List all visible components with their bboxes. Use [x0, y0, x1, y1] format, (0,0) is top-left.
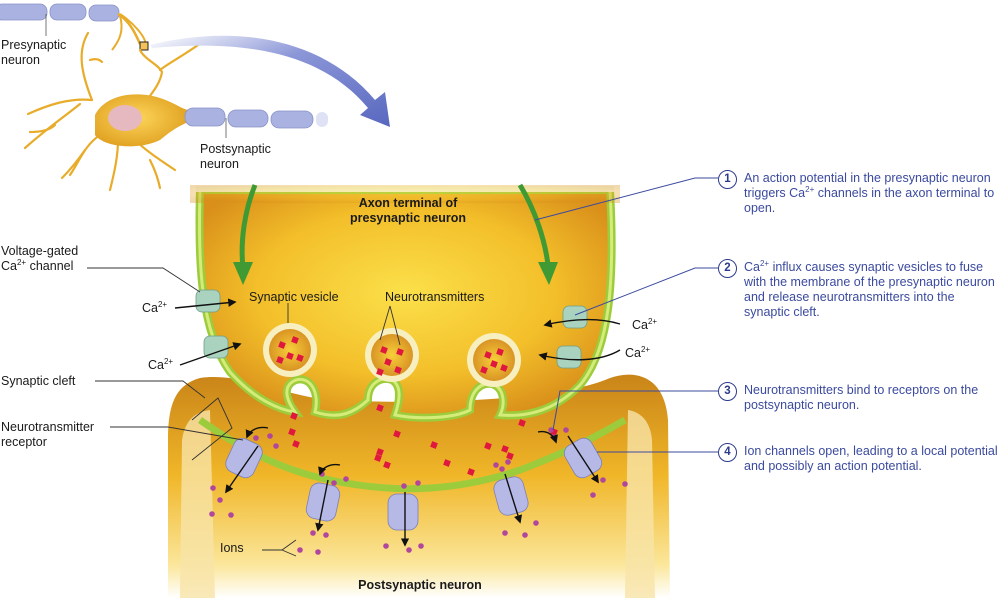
neurotransmitter-particle [376, 368, 384, 376]
neurotransmitter-particle [278, 341, 286, 349]
nucleus [108, 105, 142, 131]
neurotransmitter-particle [383, 461, 391, 469]
neurotransmitter-particle [288, 428, 296, 436]
voltage-gated-channel-label: Voltage-gated Ca2+ channel [1, 244, 79, 273]
neurotransmitter-particle [506, 452, 514, 460]
nt-receptor-label: Neurotransmitter receptor [1, 420, 95, 449]
postsynaptic-neuron-label: Postsynaptic neuron [200, 142, 271, 171]
ca-ion-label-1: Ca2+ [142, 300, 168, 316]
ca-ion-label-3: Ca2+ [632, 317, 658, 333]
ion-particle [548, 427, 554, 433]
ion-particle [228, 512, 234, 518]
ion-particle [415, 480, 421, 486]
step-number-badge: 1 [718, 170, 737, 189]
step-number-badge: 2 [718, 259, 737, 278]
zoom-region-box [139, 41, 149, 51]
neurotransmitter-particle [501, 445, 509, 453]
ions-label: Ions [220, 541, 244, 555]
ion-particle [253, 435, 259, 441]
zoom-arrow-icon [150, 35, 390, 127]
neurotransmitter-particle [296, 354, 304, 362]
synaptic-cleft-label: Synaptic cleft [1, 374, 76, 388]
neurotransmitter-particle [291, 336, 299, 344]
step-text: Ca2+ influx causes synaptic vesicles to … [744, 259, 995, 320]
step-number-badge: 4 [718, 443, 737, 462]
ion-particle [622, 481, 628, 487]
leader-lines [87, 267, 401, 557]
ion-particle [590, 492, 596, 498]
neurotransmitter-particle [443, 459, 451, 467]
ion-particle [502, 530, 508, 536]
ion-particle [493, 462, 499, 468]
overview-neuron [0, 3, 390, 192]
neurotransmitter-particle [393, 430, 401, 438]
ion-particle [499, 466, 505, 472]
ion-particle [418, 543, 424, 549]
neurotransmitters [276, 336, 558, 476]
neurotransmitter-particle [376, 448, 384, 456]
neurotransmitter-particle [290, 412, 298, 420]
ion-particle [401, 483, 407, 489]
ion-particle [600, 477, 606, 483]
ion-particle [505, 459, 511, 465]
ion-particle [533, 520, 539, 526]
neurotransmitter-particle [292, 440, 300, 448]
neurotransmitter-particle [376, 404, 384, 412]
ion-particle [331, 480, 337, 486]
ion-particle [323, 532, 329, 538]
ion-particle [310, 530, 316, 536]
neurotransmitter-particle [394, 366, 402, 374]
ion-particle [297, 547, 303, 553]
ap-arrow-left-icon [239, 184, 258, 269]
ion-particle [406, 547, 412, 553]
ion-particle [343, 476, 349, 482]
ca-ion-label-2: Ca2+ [148, 357, 174, 373]
neurotransmitter-particle [396, 348, 404, 356]
neurotransmitter-particle [430, 441, 438, 449]
axon-terminal-label: Axon terminal of presynaptic neuron [350, 196, 466, 225]
flow-arrows [174, 298, 621, 547]
neurotransmitter-particle [490, 360, 498, 368]
ca-ion-label-4: Ca2+ [625, 345, 651, 361]
presynaptic-neuron-label: Presynaptic neuron [1, 38, 67, 67]
ion-particle [209, 511, 215, 517]
ion-particle [522, 532, 528, 538]
step-text: Neurotransmitters bind to receptors on t… [744, 383, 979, 412]
neurotransmitter-particle [484, 351, 492, 359]
ap-arrow-right-icon [517, 183, 551, 266]
neurotransmitter-particle [384, 358, 392, 366]
step-4: 4 Ion channels open, leading to a local … [718, 443, 998, 474]
step-text: An action potential in the presynaptic n… [744, 171, 995, 215]
neurotransmitter-particle [500, 364, 508, 372]
neurotransmitter-particle [276, 356, 284, 364]
ion-particle [210, 485, 216, 491]
ion-particle [315, 549, 321, 555]
ion-particle [383, 543, 389, 549]
step-number-badge: 3 [718, 382, 737, 401]
ion-particle [267, 433, 273, 439]
neurotransmitter-particle [286, 352, 294, 360]
ion-particle [273, 443, 279, 449]
ca-channel [195, 289, 588, 369]
ion-particle [563, 427, 569, 433]
neurotransmitter-particle [480, 366, 488, 374]
neurotransmitter-particle [484, 442, 492, 450]
synaptic-vesicle-label: Synaptic vesicle [249, 290, 339, 304]
step-leader-lines [534, 177, 718, 453]
postsynaptic-neuron-bottom-label: Postsynaptic neuron [358, 578, 482, 592]
presynaptic-axon [0, 3, 147, 51]
step-2: 2 Ca2+ influx causes synaptic vesicles t… [718, 259, 998, 320]
neurotransmitters-label: Neurotransmitters [385, 290, 485, 304]
step-1: 1 An action potential in the presynaptic… [718, 170, 998, 216]
postsynaptic-axon [184, 107, 328, 129]
step-3: 3 Neurotransmitters bind to receptors on… [718, 382, 998, 413]
neurotransmitter-particle [518, 419, 526, 427]
ion-particle [217, 497, 223, 503]
step-text: Ion channels open, leading to a local po… [744, 444, 998, 473]
neurotransmitter-particle [374, 454, 382, 462]
neurotransmitter-particle [496, 348, 504, 356]
neurotransmitter-particle [380, 346, 388, 354]
neurotransmitter-particle [467, 468, 475, 476]
